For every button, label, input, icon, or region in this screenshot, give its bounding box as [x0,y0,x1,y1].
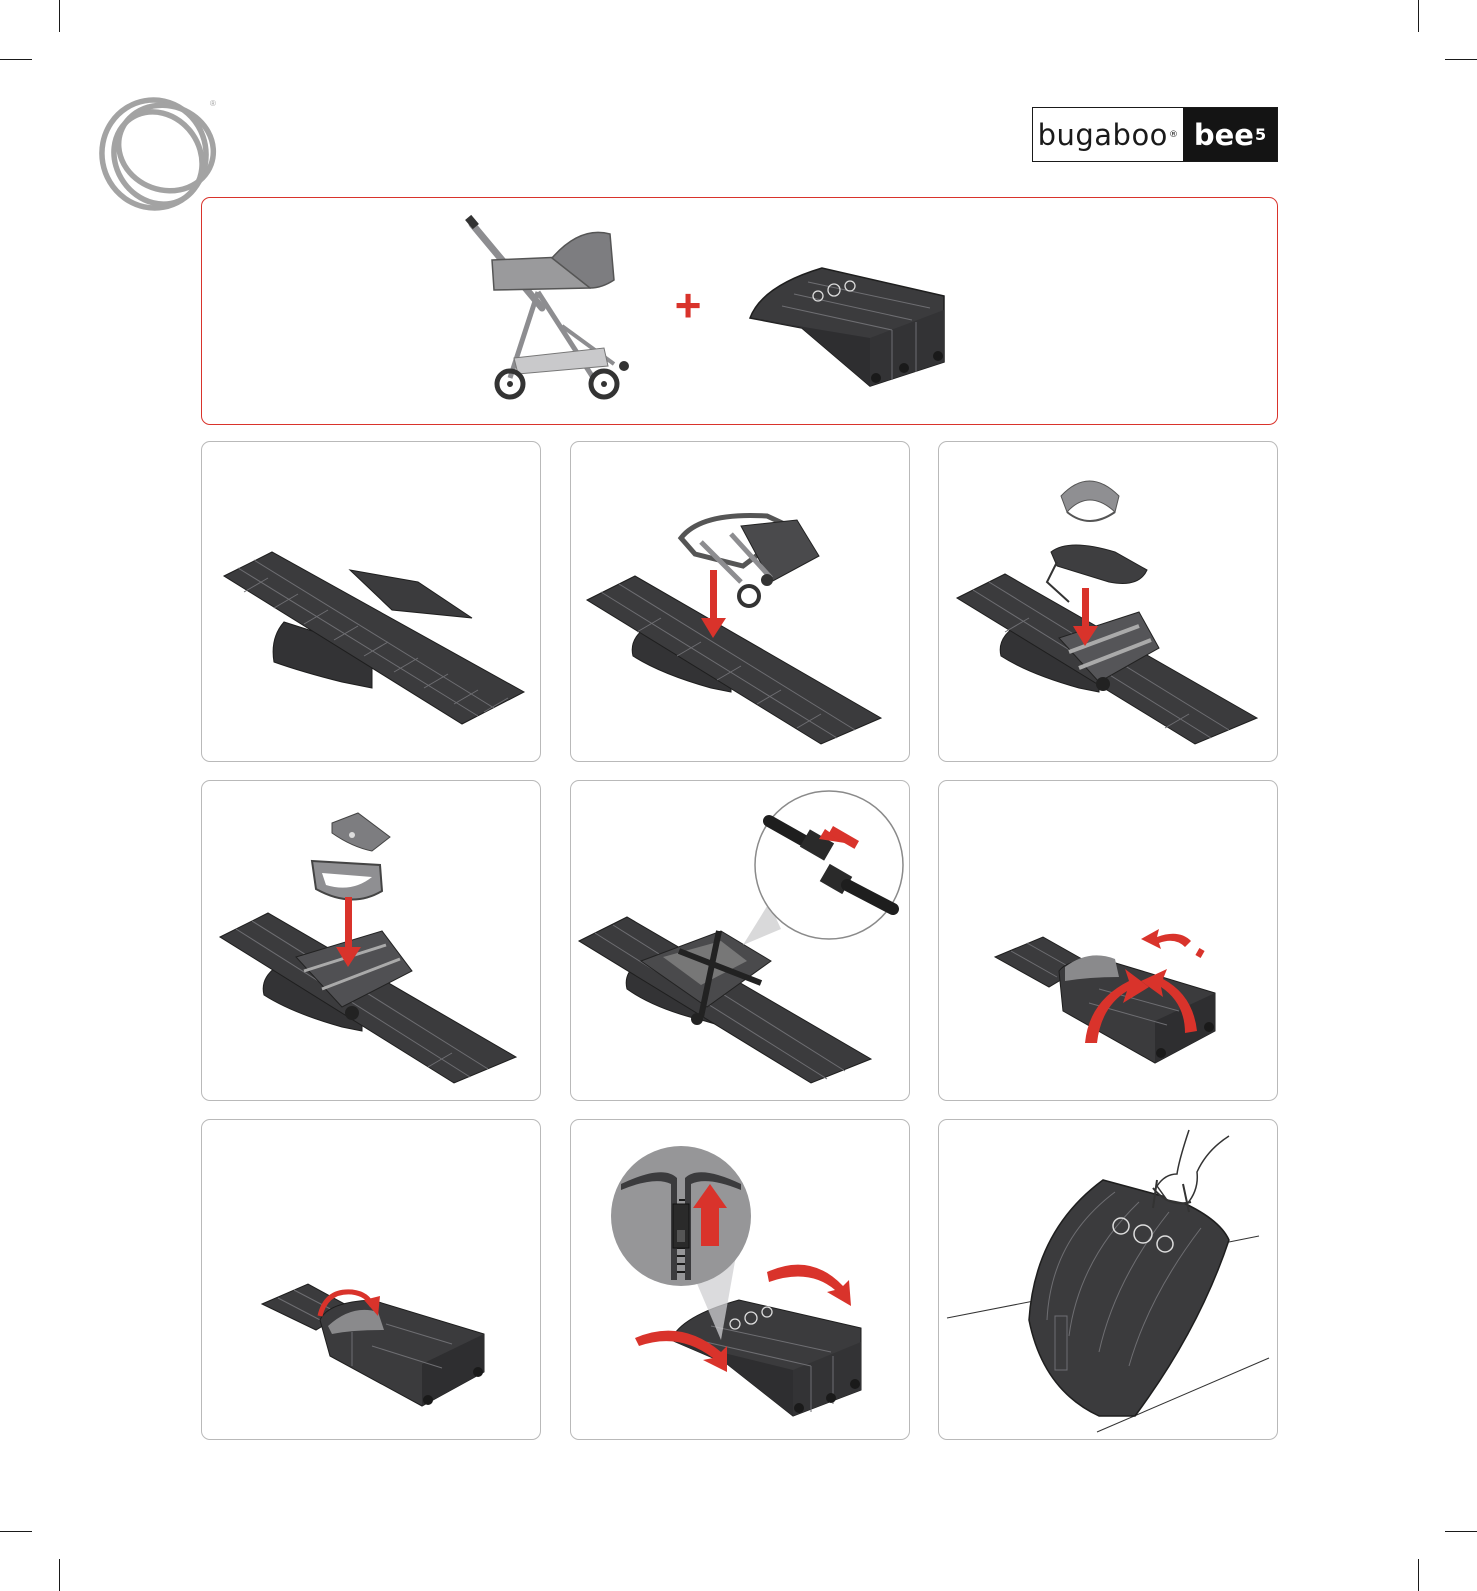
transport-bag-illustration [750,268,944,386]
fold-bag-sides-up-illustration [939,781,1278,1101]
sun-canopy-illustration [1061,481,1119,521]
carry-packed-bag-illustration [939,1120,1278,1440]
buckle-strap-illustration [571,781,910,1101]
stroller-with-bassinet-illustration [465,215,629,397]
crop-mark [59,0,60,32]
brand-name-box: bugaboo® [1033,108,1183,161]
place-seat-and-bumper-bar-illustration [202,781,541,1101]
place-sun-canopy-and-bassinet-illustration [939,442,1278,762]
upright-bag-illustration [1029,1180,1229,1416]
step-panel-5 [570,780,910,1101]
overview-panel: + [201,197,1278,425]
step-panel-9 [938,1119,1278,1440]
seat-illustration [332,813,390,851]
step-panel-3 [938,441,1278,762]
model-superscript: 5 [1255,125,1266,144]
crop-mark [1445,59,1477,60]
step-panel-2 [570,441,910,762]
step-panel-6 [938,780,1278,1101]
model-name: bee [1194,118,1254,152]
step-panel-7 [201,1119,541,1440]
buckle-detail-zoom [755,791,903,939]
bassinet-illustration [1047,545,1147,602]
folded-frame-illustration [681,515,819,606]
crop-mark [1445,1531,1477,1532]
fold-top-flap-over-illustration [202,1120,541,1440]
place-folded-frame-on-bag-illustration [571,442,910,762]
plus-symbol: + [675,279,702,331]
logo-registered-mark: ® [210,99,216,108]
crop-mark [59,1559,60,1591]
bag-unfolded-flat-illustration [202,442,541,762]
crop-mark [1418,0,1419,32]
brand-name: bugaboo [1038,118,1168,152]
crop-mark [0,59,32,60]
step-panel-1 [201,441,541,762]
zipper-detail-zoom [611,1146,751,1286]
close-zipper-illustration [571,1120,910,1440]
step-panel-8 [570,1119,910,1440]
step-panel-4 [201,780,541,1101]
crop-mark [1418,1559,1419,1591]
crop-mark [0,1531,32,1532]
bumper-bar-illustration [312,861,382,900]
brand-registered: ® [1169,130,1179,140]
